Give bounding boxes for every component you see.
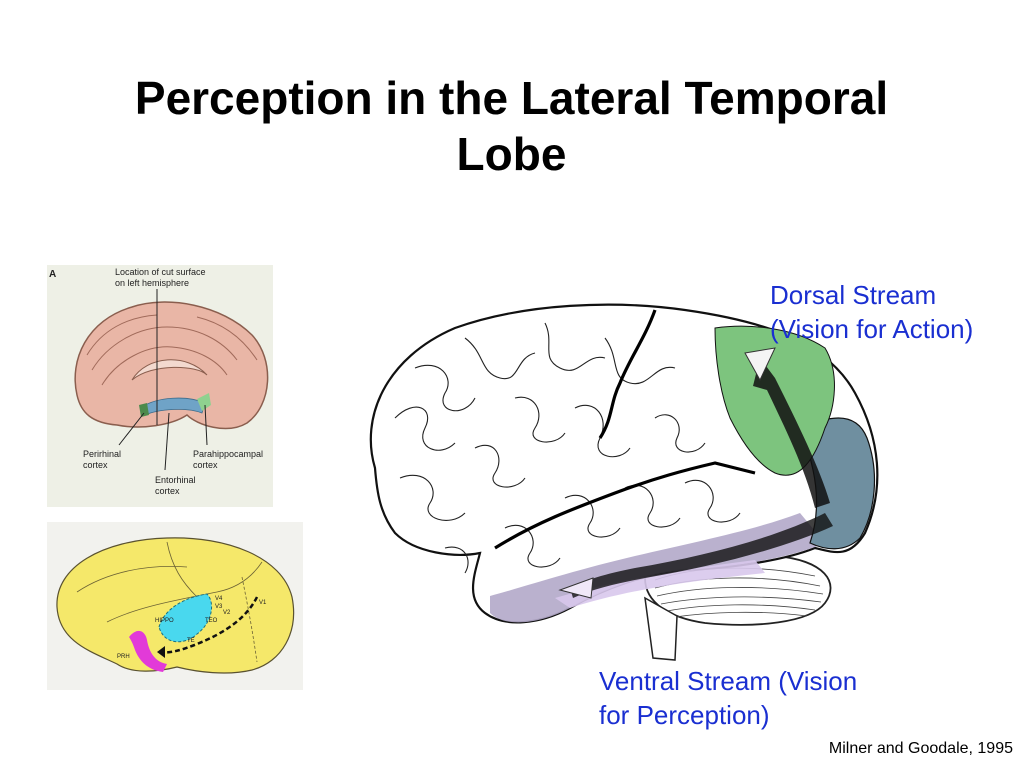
slide-title: Perception in the Lateral Temporal Lobe — [60, 70, 963, 182]
monkey-sulcus-line — [241, 576, 258, 663]
medial-brain-figure: A Location of cut surface on left hemisp… — [47, 265, 273, 507]
monkey-sulcus-line — [76, 566, 188, 593]
central-sulcus — [598, 309, 657, 439]
perirhinal-area — [139, 403, 149, 417]
citation: Milner and Goodale, 1995 — [828, 740, 1013, 757]
parahippocampal-label-1: Parahippocampal — [193, 449, 263, 459]
entorhinal-label-1: Entorhinal — [155, 475, 196, 485]
ventral-stream-light-region — [555, 560, 765, 608]
panel-letter: A — [49, 269, 56, 280]
dorsal-stream-arrow — [753, 358, 830, 508]
label-teo: TEO — [205, 618, 218, 624]
ventral-stream-arrow — [570, 513, 833, 598]
cut-label-line-1: Location of cut surface — [115, 267, 206, 277]
ventral-label-line-2: for Perception) — [599, 700, 770, 730]
parahippocampal-pointer — [204, 404, 208, 446]
ventral-stream-label: Ventral Stream (Vision for Perception) — [599, 664, 857, 732]
dorsal-stream-label: Dorsal Stream (Vision for Action) — [770, 278, 973, 346]
sylvian-fissure — [494, 461, 756, 550]
monkey-sulcus-line — [166, 541, 198, 598]
medial-gyrus-line — [101, 346, 228, 386]
perirhinal-label-1: Perirhinal — [83, 449, 121, 459]
brainstem — [644, 596, 678, 661]
label-hippo: HIPPO — [155, 618, 174, 624]
perirhinal-strip — [129, 630, 167, 672]
label-prh: PRH — [117, 654, 130, 660]
perirhinal-label-2: cortex — [83, 460, 108, 470]
arrow-head — [157, 646, 165, 658]
monkey-brain-figure: HIPPO TEO TE V4 V3 V2 V1 PRH — [47, 522, 303, 690]
dorsal-arrow-head — [744, 347, 776, 382]
dorsal-label-line-1: Dorsal Stream — [770, 280, 937, 310]
lateral-brain-panel — [355, 298, 890, 670]
label-v2: V2 — [223, 610, 231, 616]
medial-gyrus-line — [196, 316, 258, 361]
medial-gyrus-line — [91, 326, 238, 371]
label-te: TE — [187, 638, 195, 644]
parahippocampal-area — [197, 393, 211, 411]
ventral-label-line-1: Ventral Stream (Vision — [599, 666, 858, 696]
ventral-arrow-head — [558, 577, 594, 599]
entorhinal-pointer — [164, 412, 170, 471]
perirhinal-pointer — [118, 412, 145, 446]
cortex-gyri — [394, 322, 741, 574]
title-line-2: Lobe — [456, 128, 567, 180]
lateral-brain-figure — [369, 303, 879, 661]
ventral-stream-arrow — [156, 596, 259, 654]
hippocampus-region — [158, 593, 213, 643]
cut-label-line-2: on left hemisphere — [115, 278, 189, 288]
corpus-callosum — [131, 359, 208, 381]
medial-gyrus-line — [86, 314, 158, 356]
label-v3: V3 — [215, 604, 223, 610]
label-v1: V1 — [259, 600, 267, 606]
occipital-region — [799, 417, 876, 550]
label-v4: V4 — [215, 596, 223, 602]
entorhinal-label-2: cortex — [155, 486, 180, 496]
medial-brain-panel: A Location of cut surface on left hemisp… — [47, 265, 273, 507]
parahippocampal-label-2: cortex — [193, 460, 218, 470]
monkey-brain-panel: HIPPO TEO TE V4 V3 V2 V1 PRH — [47, 522, 303, 690]
monkey-sulcus-line — [106, 561, 263, 623]
dorsal-label-line-2: (Vision for Action) — [770, 314, 974, 344]
title-line-1: Perception in the Lateral Temporal — [134, 72, 889, 124]
